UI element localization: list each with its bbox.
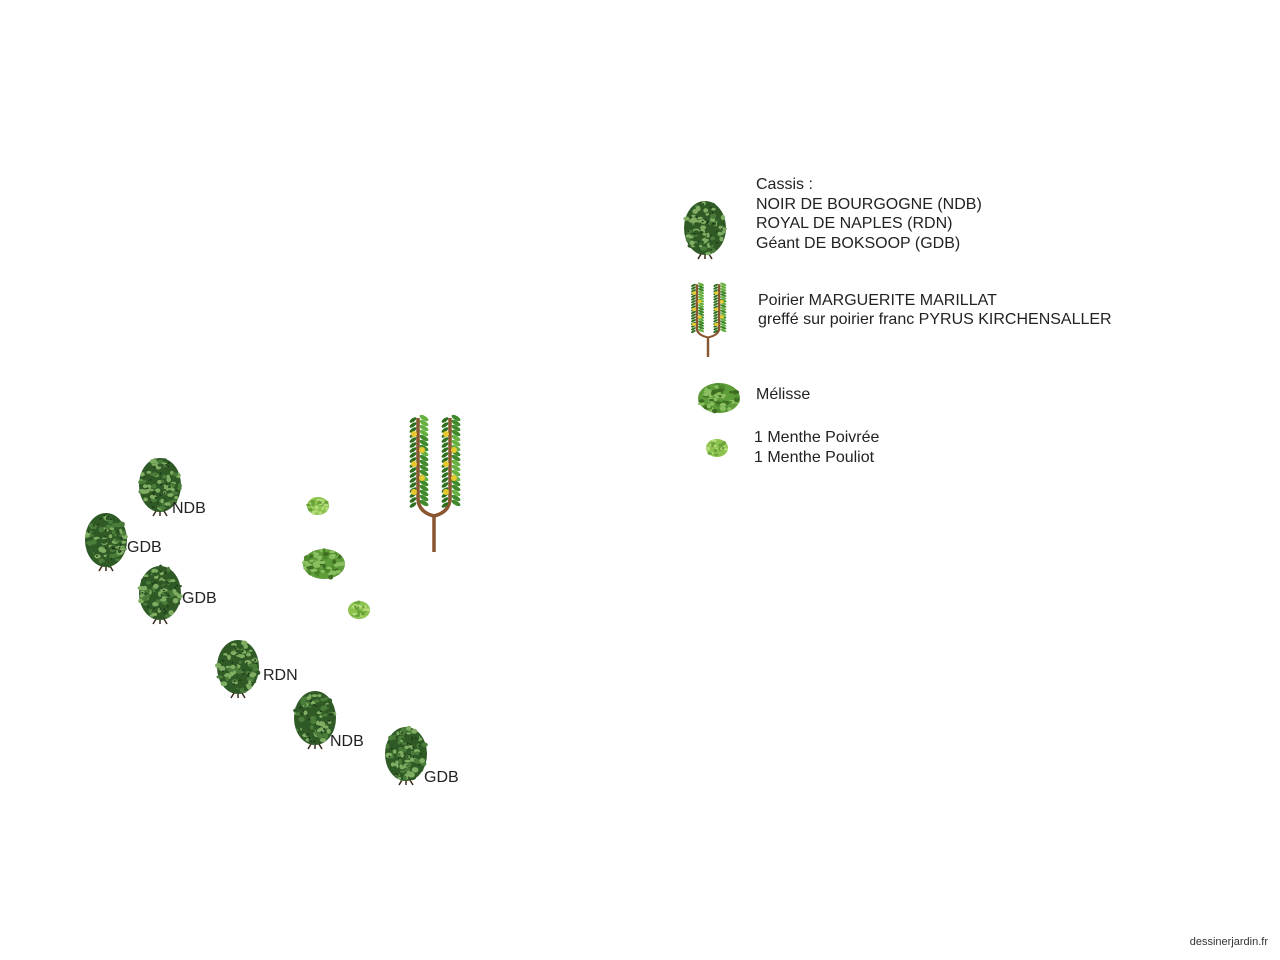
cassis-bush xyxy=(381,724,431,786)
legend-cassis-ndb: NOIR DE BOURGOGNE (NDB) xyxy=(756,195,982,213)
melisse-plant xyxy=(301,545,347,581)
legend-cassis-text: Cassis : NOIR DE BOURGOGNE (NDB) ROYAL D… xyxy=(756,175,982,253)
legend-poirier-rootstock: greffé sur poirier franc PYRUS KIRCHENSA… xyxy=(758,311,1112,328)
blackcurrant-bush-icon xyxy=(680,198,730,260)
cassis-label: GDB xyxy=(424,769,459,786)
legend-menthe-pouliot: 1 Menthe Pouliot xyxy=(754,449,875,466)
legend-poirier-text: Poirier MARGUERITE MARILLAT greffé sur p… xyxy=(758,291,1112,329)
legend-menthe-poivree: 1 Menthe Poivrée xyxy=(754,429,880,446)
menthe-plant xyxy=(346,599,372,621)
poirier-tree xyxy=(401,412,467,552)
cassis-bush xyxy=(81,510,131,572)
legend-melisse-text: Mélisse xyxy=(756,386,811,403)
espalier-pear-tree-icon xyxy=(685,281,731,357)
site-credit: dessinerjardin.fr xyxy=(1189,936,1268,948)
legend-menthe-text: 1 Menthe Poivrée 1 Menthe Pouliot xyxy=(754,428,879,468)
legend-cassis-title: Cassis : xyxy=(756,176,813,193)
legend-cassis-rdn: ROYAL DE NAPLES (RDN) xyxy=(756,215,953,232)
cassis-bush xyxy=(290,688,340,750)
menthe-plant xyxy=(305,495,331,517)
legend-cassis-gdb: Géant DE BOKSOOP (GDB) xyxy=(756,234,961,252)
mint-icon xyxy=(704,437,730,459)
legend-poirier-variety: Poirier MARGUERITE MARILLAT xyxy=(758,292,997,309)
cassis-label: NDB xyxy=(172,500,206,517)
cassis-label: NDB xyxy=(330,733,364,750)
cassis-label: GDB xyxy=(127,539,162,556)
cassis-bush xyxy=(135,563,185,625)
cassis-label: RDN xyxy=(263,667,298,684)
cassis-bush xyxy=(213,637,263,699)
cassis-label: GDB xyxy=(182,590,217,607)
lemon-balm-icon xyxy=(696,379,742,415)
cassis-bush xyxy=(135,455,185,517)
